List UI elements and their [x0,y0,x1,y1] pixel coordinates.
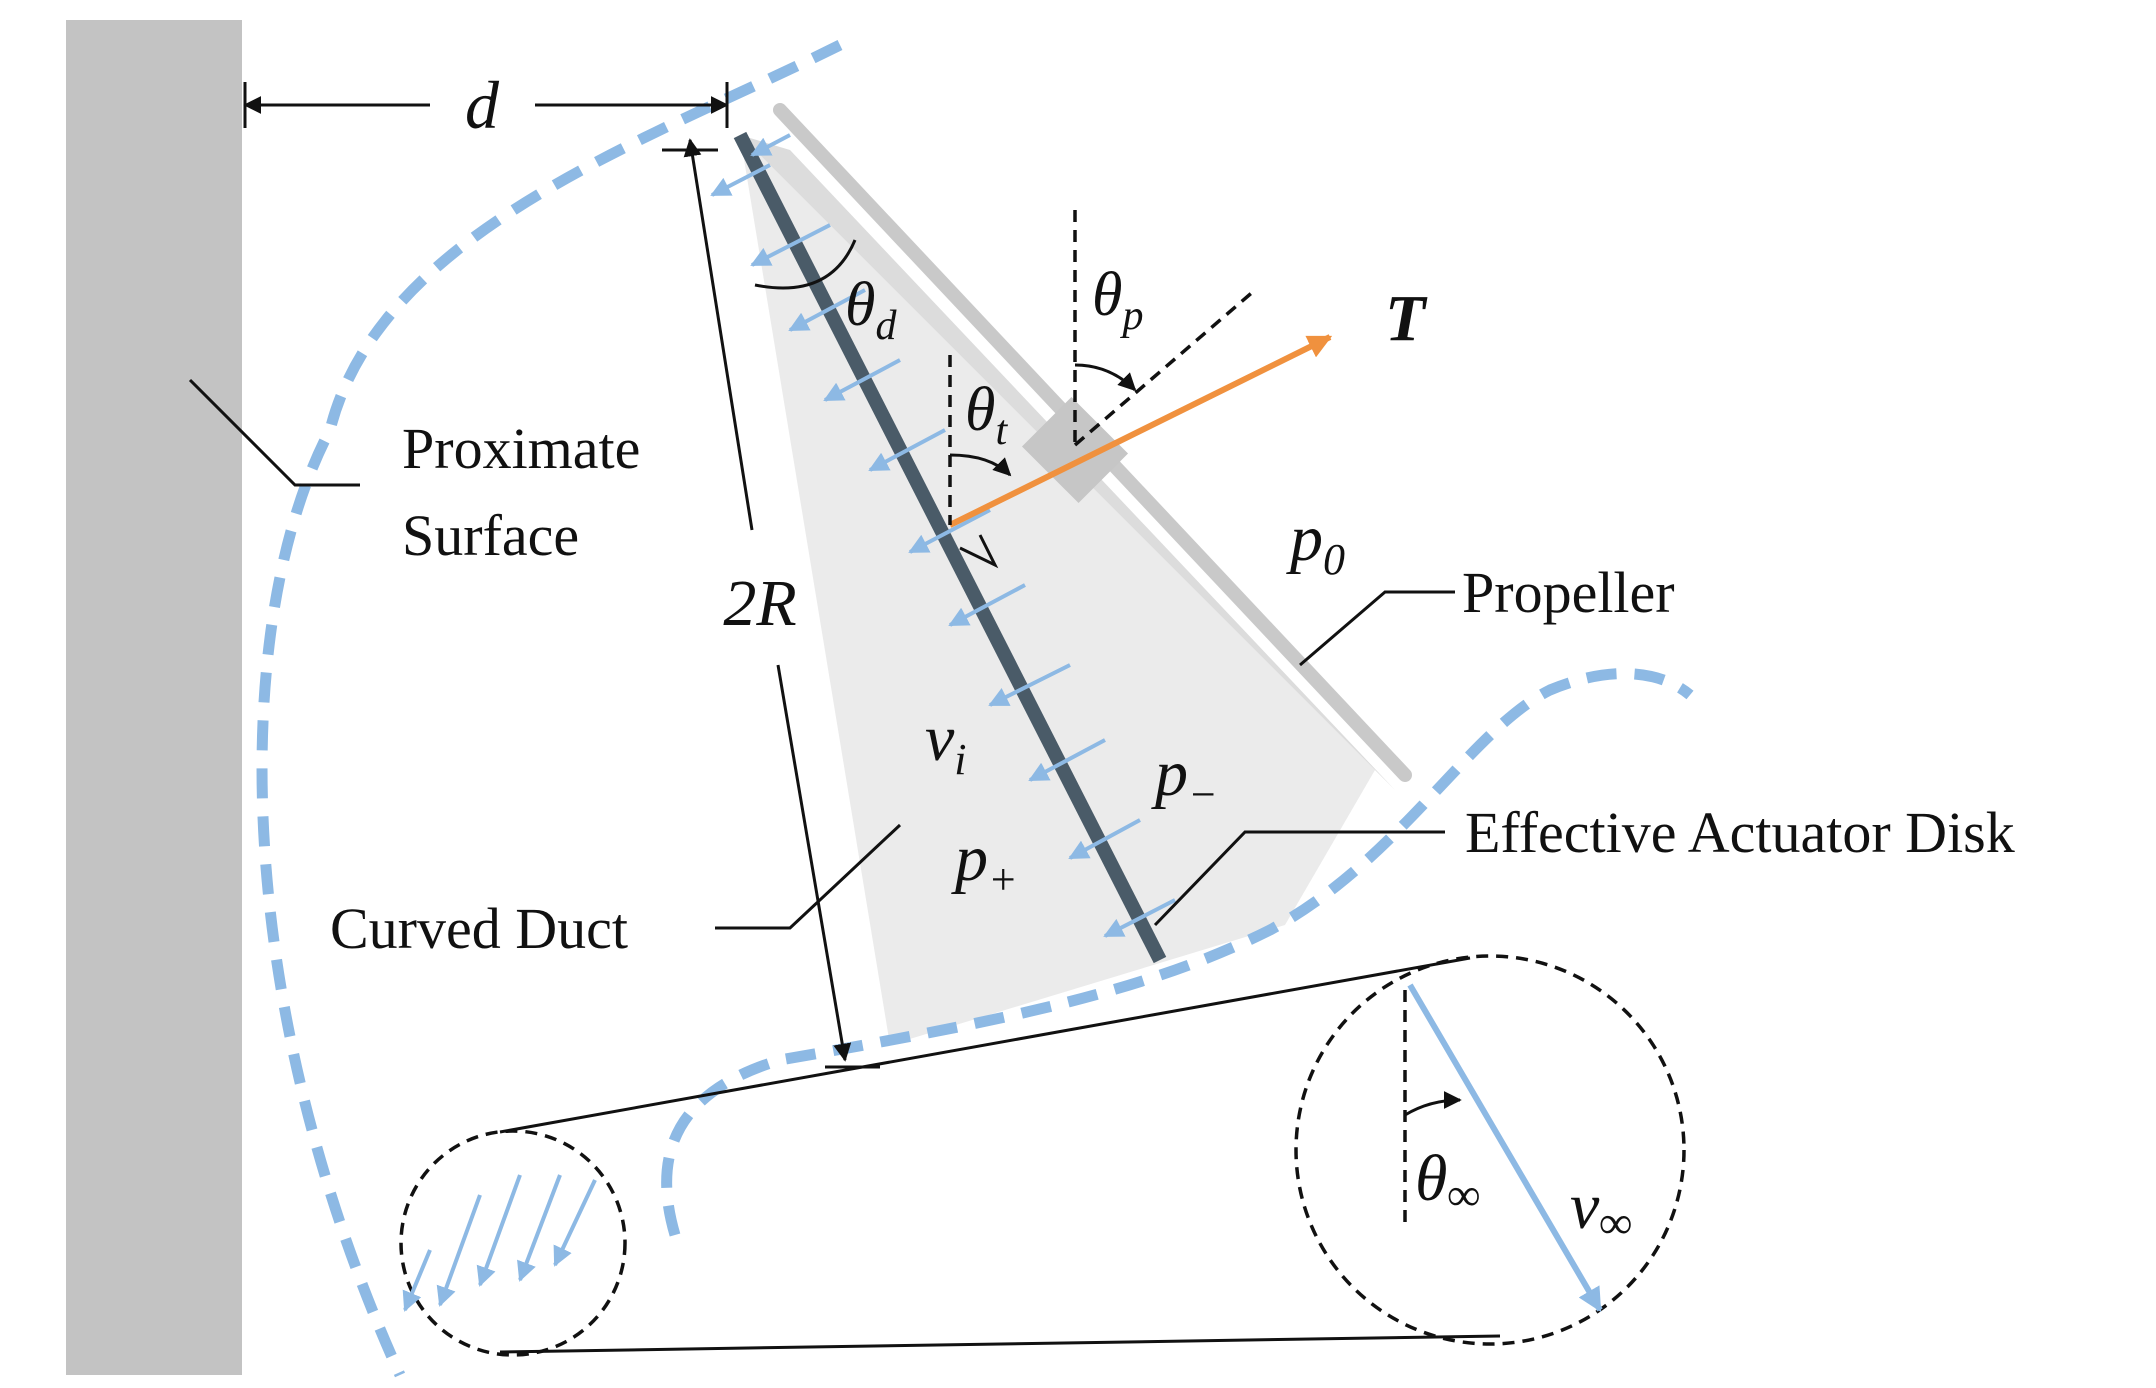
p0-label: p0 [1286,502,1345,584]
p-plus-subscript: + [988,855,1018,904]
theta-inf-subscript: ∞ [1447,1169,1480,1220]
inlet-outline-top [499,956,1471,1134]
theta-inf-symbol: θ [1415,1142,1447,1215]
theta-d-arc [754,239,857,290]
curved-duct-leader [715,823,902,930]
two-r-label: 2R [723,567,796,640]
inlet-flow-arrows [402,1174,597,1312]
theta-p-label: θp [1092,261,1143,339]
v-i-subscript: i [954,735,966,784]
proximate-surface-label-line2: Surface [402,503,579,568]
actuator-disk [733,131,1167,964]
inlet-circle [399,1129,627,1357]
theta-d-symbol: θ [845,271,875,339]
v-i-label: vi [925,702,967,784]
p-minus-label: p− [1151,737,1218,819]
curved-duct-label: Curved Duct [330,896,628,961]
two-r-dimension-bottom [776,664,852,1062]
theta-t-subscript: t [995,408,1008,454]
theta-p-arc [1074,363,1137,392]
p-plus-label: p+ [951,822,1018,904]
theta-d-label: θd [845,271,897,349]
inlet-outline-bottom [499,1334,1501,1354]
duct-boundary-bottom [661,668,1694,1237]
proximate-surface-wall [66,20,242,1375]
v-inf-subscript: ∞ [1599,1197,1632,1248]
theta-p-symbol: θ [1092,261,1122,329]
v-infinity-vector [1407,983,1603,1313]
propeller-label: Propeller [1462,560,1675,625]
duct-boundary-left [256,40,843,1378]
two-r-dimension-top [683,138,754,531]
right-angle-marker [959,534,999,569]
proximate-surface-label-line1: Proximate [402,416,640,481]
thrust-vector [948,334,1333,528]
theta-inf-label: θ∞ [1415,1142,1480,1220]
p0-symbol: p [1286,502,1323,575]
p-plus-symbol: p [951,822,988,895]
actuator-disk-leader [1153,830,1445,927]
propeller-leader [1299,590,1455,667]
theta-t-symbol: θ [965,376,995,444]
p-minus-symbol: p [1151,737,1188,810]
v-inf-label: v∞ [1570,1170,1632,1248]
p0-subscript: 0 [1323,535,1345,584]
theta-inf-arc [1404,1091,1462,1117]
thrust-label: T [1385,282,1428,355]
proximate-surface-leader [188,378,360,487]
theta-t-arc [949,453,1012,477]
far-field-circle [1294,954,1686,1346]
v-inf-symbol: v [1570,1170,1600,1243]
theta-d-subscript: d [875,303,897,349]
propeller-hub [1021,396,1129,504]
theta-p-subscript: p [1119,293,1143,339]
induced-velocity-arrows [710,133,1176,938]
d-label: d [465,67,500,143]
v-i-symbol: v [925,702,955,775]
effective-actuator-disk-label: Effective Actuator Disk [1465,800,2015,865]
p-minus-subscript: − [1188,770,1218,819]
theta-t-label: θt [965,376,1008,454]
